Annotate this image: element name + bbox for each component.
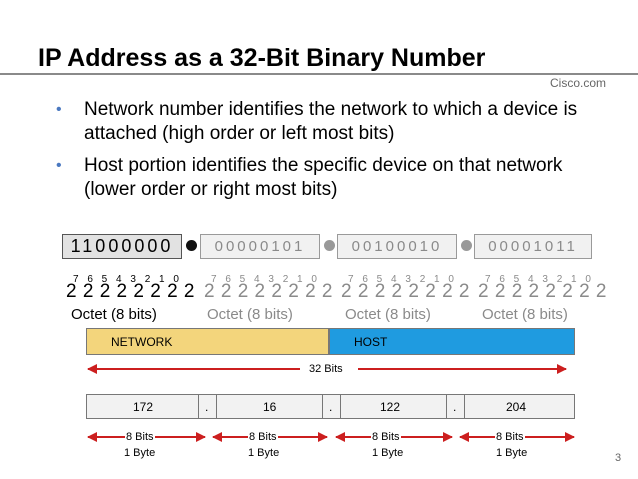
ip-divider [216,394,217,419]
slide-title: IP Address as a 32-Bit Binary Number [38,44,486,72]
decimal-octet-4: 204 [506,400,527,414]
separator-dot [461,240,472,251]
brand-label: Cisco.com [550,76,607,90]
host-label: HOST [354,334,388,349]
network-bar: NETWORK [86,328,329,355]
bits-label: 8 Bits [125,431,155,443]
octet-label: Octet (8 bits) [207,306,293,323]
decimal-separator: . [453,400,457,414]
bits-label: 8 Bits [495,431,525,443]
power-exponents: 7 6 5 4 3 2 1 0 [485,274,594,285]
octet-label: Octet (8 bits) [482,306,568,323]
ip-divider [340,394,341,419]
separator-dot [324,240,335,251]
octet-binary-2: 00000101 [200,234,320,259]
octet-label: Octet (8 bits) [71,306,157,323]
octet-binary-3: 00100010 [337,234,457,259]
bullet-list: • Network number identifies the network … [56,98,616,210]
ip-decimal-box [86,394,575,419]
byte-label: 1 Byte [496,447,528,459]
power-base: 2 2 2 2 2 2 2 2 [478,281,607,302]
ip-divider [446,394,447,419]
octet-label: Octet (8 bits) [345,306,431,323]
byte-label: 1 Byte [124,447,156,459]
host-bar: HOST [329,328,575,355]
bullet-item: • Network number identifies the network … [56,98,616,146]
byte-label: 1 Byte [248,447,280,459]
bits-label: 8 Bits [248,431,278,443]
octet-binary-4: 00001011 [474,234,592,259]
power-exponents: 7 6 5 4 3 2 1 0 [348,274,457,285]
power-base: 2 2 2 2 2 2 2 2 [204,281,333,302]
bullet-text: Network number identifies the network to… [84,99,578,144]
bullet-text: Host portion identifies the specific dev… [84,155,563,200]
page-number: 3 [615,452,622,464]
bullet-dot-icon: • [56,101,62,118]
ip-divider [464,394,465,419]
separator-dot [186,240,197,251]
power-base: 2 2 2 2 2 2 2 2 [341,281,470,302]
ip-divider [322,394,323,419]
ip-divider [198,394,199,419]
power-base: 2 2 2 2 2 2 2 2 [66,281,195,302]
bits-label: 8 Bits [371,431,401,443]
power-exponents: 7 6 5 4 3 2 1 0 [73,274,182,285]
decimal-octet-2: 16 [263,400,277,414]
decimal-octet-1: 172 [133,400,154,414]
decimal-octet-3: 122 [380,400,401,414]
title-rule [0,73,638,75]
bullet-item: • Host portion identifies the specific d… [56,154,616,202]
power-exponents: 7 6 5 4 3 2 1 0 [211,274,320,285]
total-bits-label: 32 Bits [309,363,343,375]
decimal-separator: . [329,400,333,414]
network-label: NETWORK [111,334,173,349]
byte-label: 1 Byte [372,447,404,459]
octet-binary-1: 11000000 [62,234,182,259]
decimal-separator: . [205,400,209,414]
bullet-dot-icon: • [56,157,62,174]
